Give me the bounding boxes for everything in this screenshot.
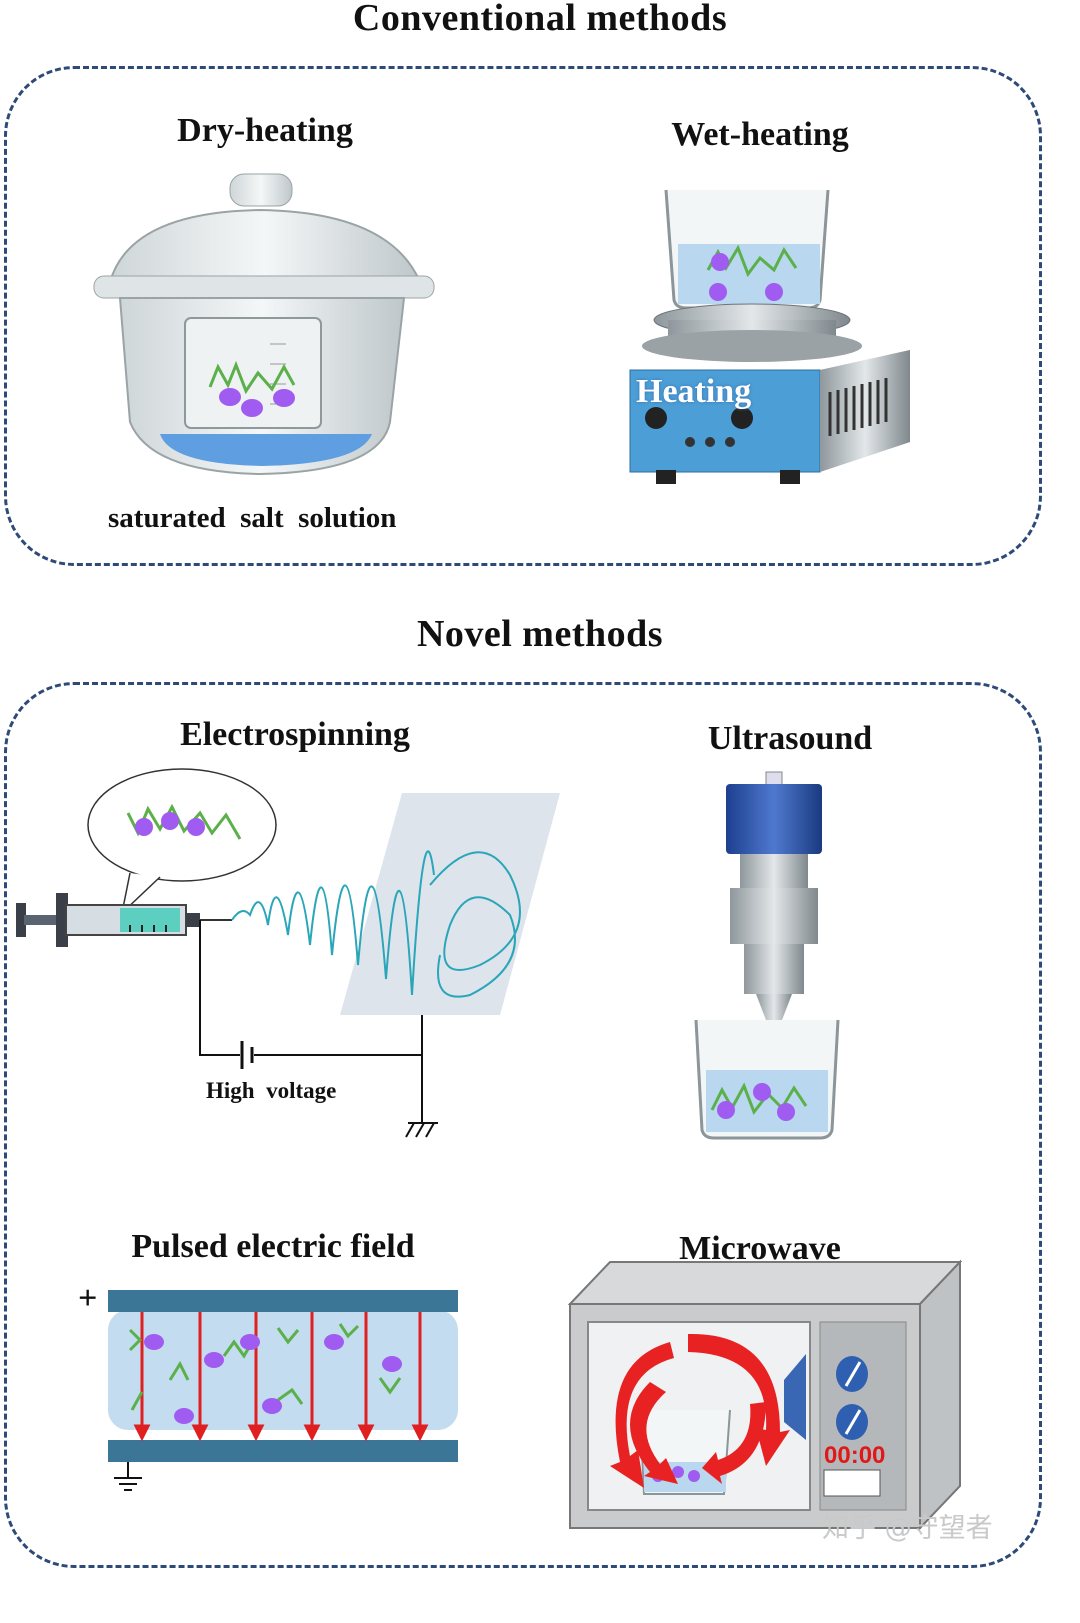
novel-methods-panel	[4, 682, 1042, 1568]
electrospinning-illustration	[16, 768, 560, 1138]
desiccator-illustration	[93, 173, 435, 476]
pulsed-electric-field-label: Pulsed electric field	[131, 1228, 415, 1265]
saturated-salt-solution-caption: saturated salt solution	[108, 502, 397, 534]
microwave-illustration	[567, 1259, 963, 1531]
dry-heating-label: Dry-heating	[177, 112, 353, 149]
watermark: 知乎 @守望者	[822, 1513, 993, 1544]
pulsed-electric-field-illustration	[108, 1290, 458, 1491]
ultrasound-label: Ultrasound	[707, 720, 873, 757]
ultrasound-illustration	[694, 771, 840, 1140]
electrospinning-label: Electrospinning	[180, 716, 410, 753]
heating-device-label: Heating	[636, 373, 752, 410]
wet-heating-label: Wet-heating	[671, 116, 849, 153]
hot-plate-illustration	[629, 189, 910, 484]
novel-methods-title: Novel methods	[416, 613, 664, 655]
high-voltage-label: High voltage	[206, 1078, 337, 1103]
conventional-methods-panel	[4, 66, 1042, 566]
microwave-label: Microwave	[679, 1230, 841, 1267]
plus-sign: +	[78, 1280, 98, 1317]
conventional-methods-title: Conventional methods	[352, 0, 728, 39]
microwave-timer-display: 00:00	[824, 1442, 886, 1469]
